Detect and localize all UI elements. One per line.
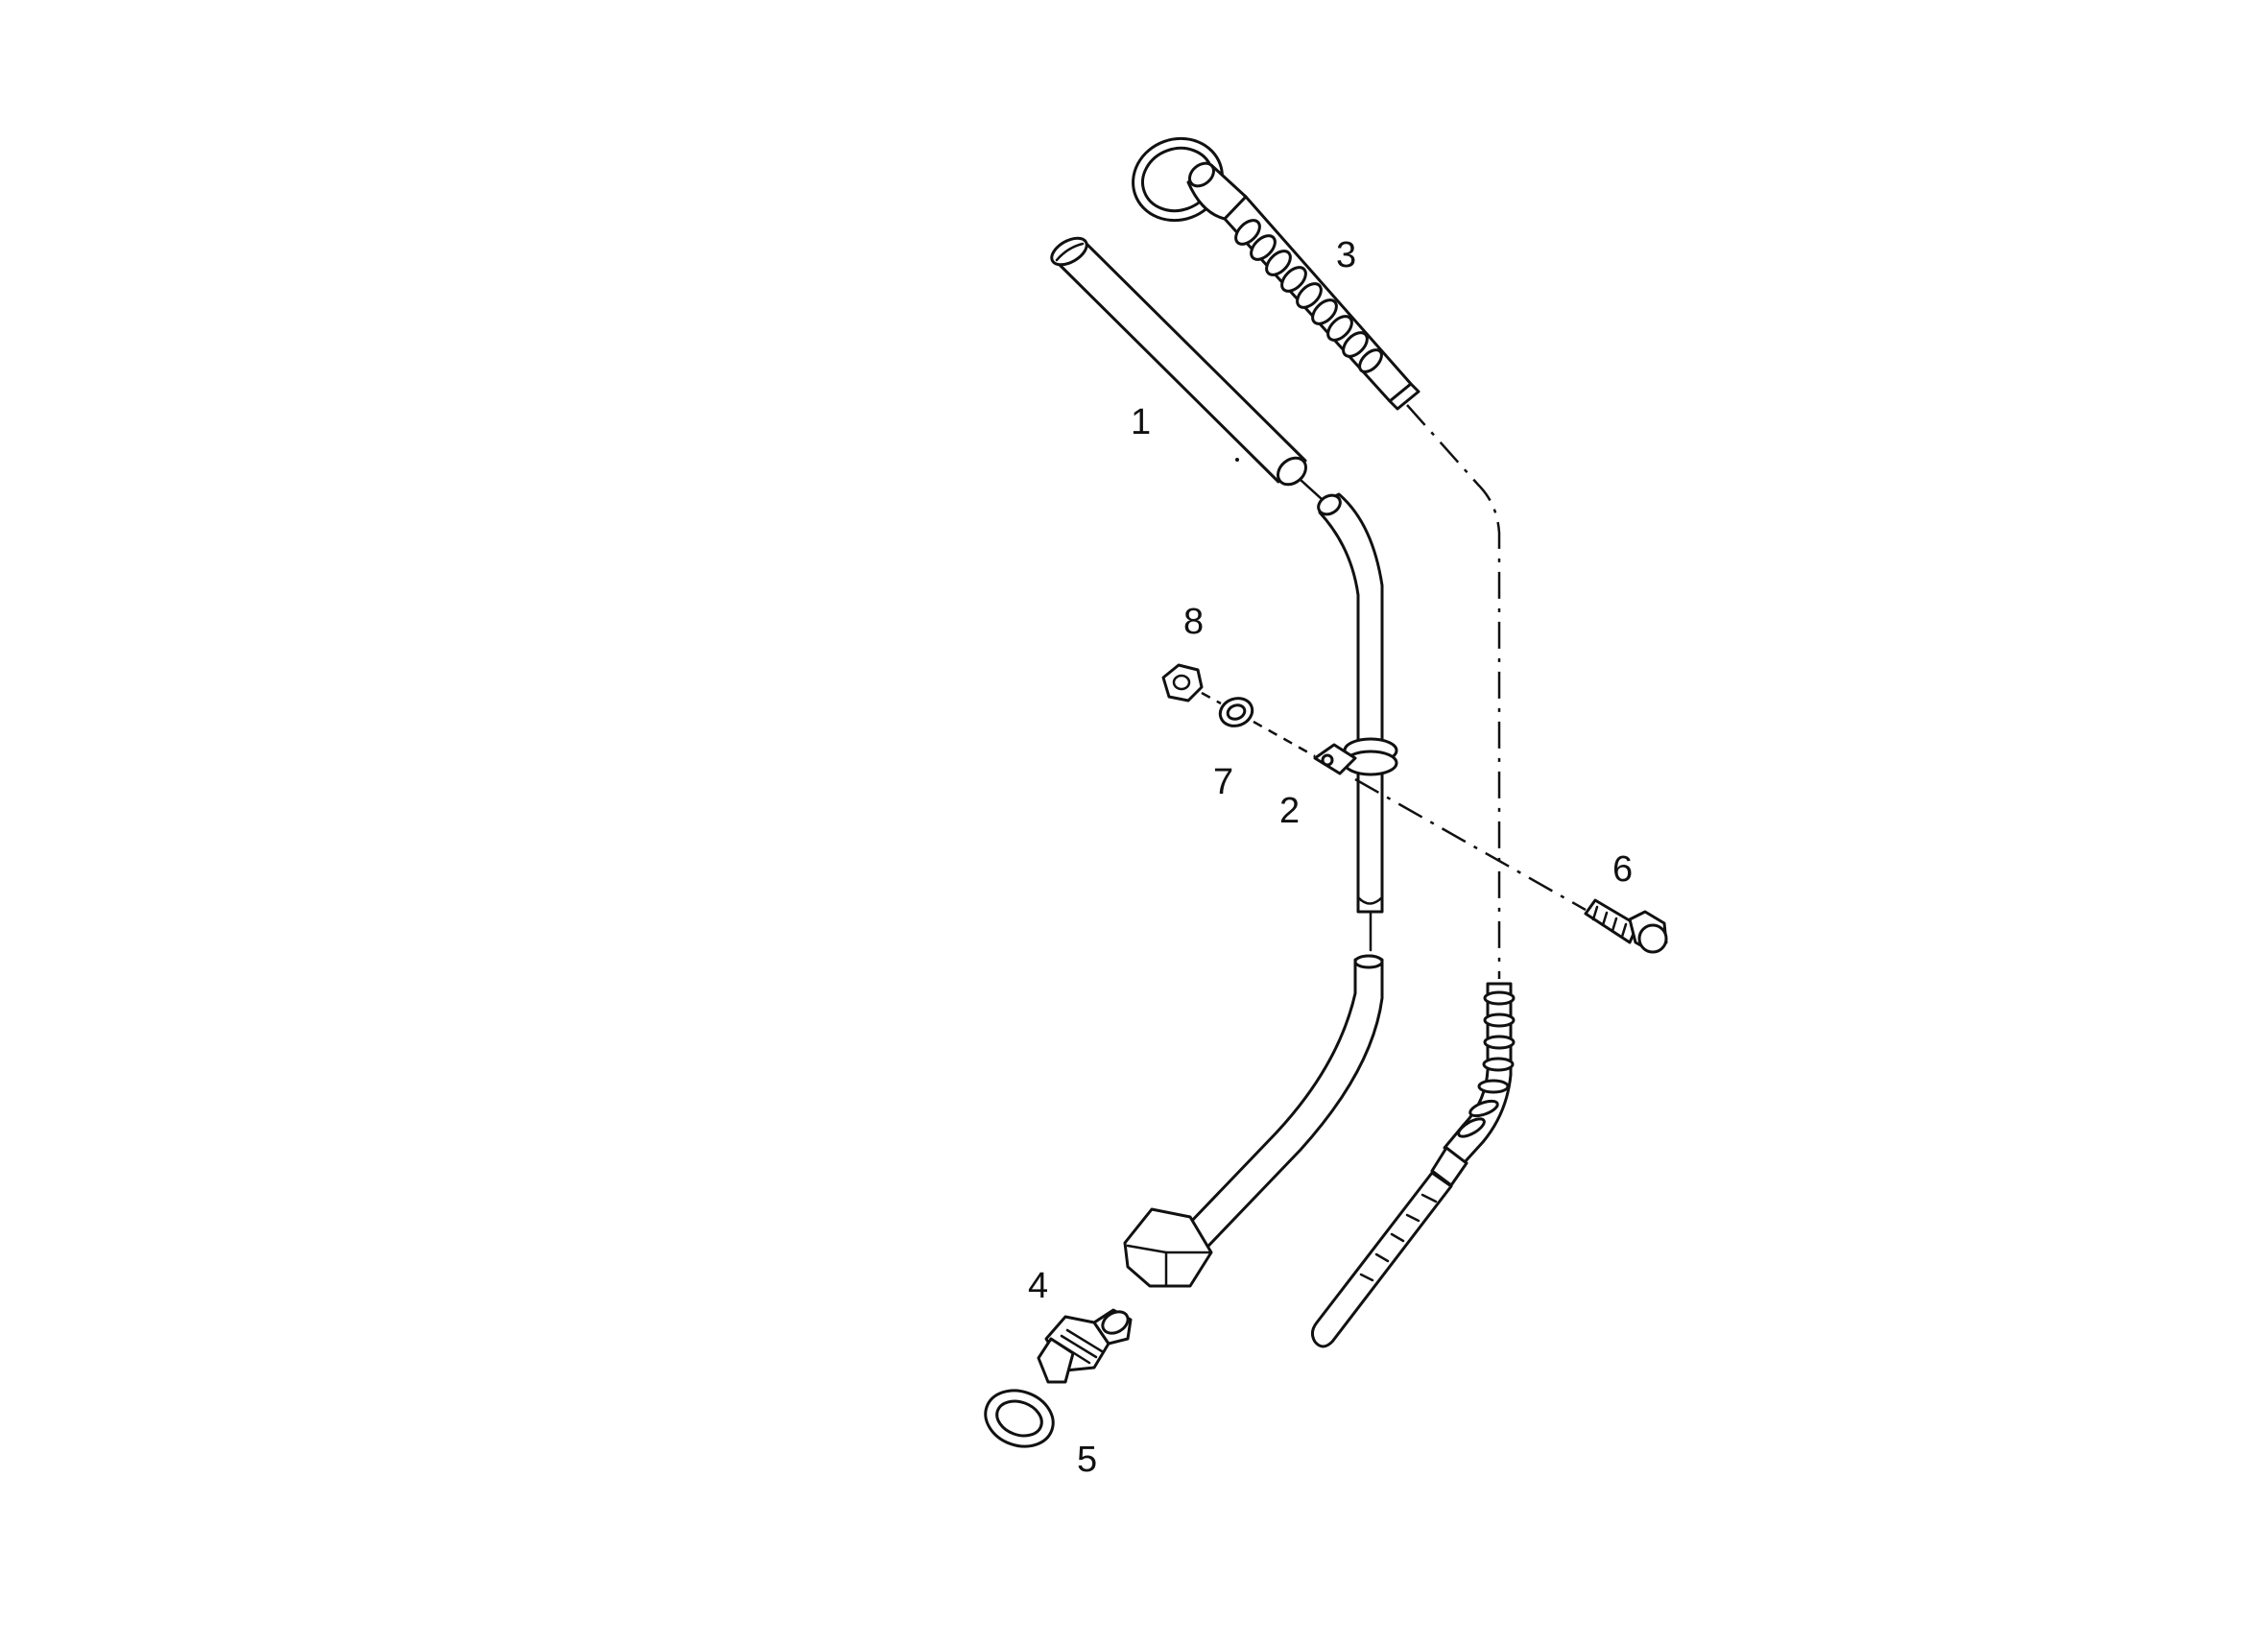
leader-dot xyxy=(1235,458,1239,462)
part-3-dipstick-lower xyxy=(1310,982,1516,1348)
callout-2: 2 xyxy=(1279,791,1300,831)
part-1-bent-tube-upper xyxy=(1317,492,1384,952)
bolt-axis-clamp-to-bolt xyxy=(1354,777,1587,912)
part-4-union-fitting xyxy=(1037,1308,1133,1384)
callout-7: 7 xyxy=(1213,762,1233,802)
part-2-clamp xyxy=(1313,737,1398,776)
callout-4: 4 xyxy=(1028,1266,1048,1306)
part-7-washer xyxy=(1218,697,1254,727)
callout-6: 6 xyxy=(1612,849,1633,890)
bolt-axis-upper xyxy=(1201,691,1222,705)
part-1-upper-guide-tube xyxy=(1050,236,1334,511)
part-3-dipstick-shaft xyxy=(1223,195,1420,411)
tube-end-nut xyxy=(1123,1207,1213,1288)
part-5-sealing-ring xyxy=(984,1389,1055,1448)
callout-8: 8 xyxy=(1183,602,1204,642)
callout-1: 1 xyxy=(1131,402,1151,442)
bolt-axis-nut-to-clamp xyxy=(1253,720,1316,758)
callout-3: 3 xyxy=(1336,235,1356,275)
callout-5: 5 xyxy=(1077,1440,1097,1480)
part-6-bolt xyxy=(1584,898,1668,954)
part-1-bent-tube-lower xyxy=(1164,954,1384,1267)
dipstick-centerline xyxy=(1406,404,1501,979)
part-8-nut xyxy=(1161,663,1204,703)
